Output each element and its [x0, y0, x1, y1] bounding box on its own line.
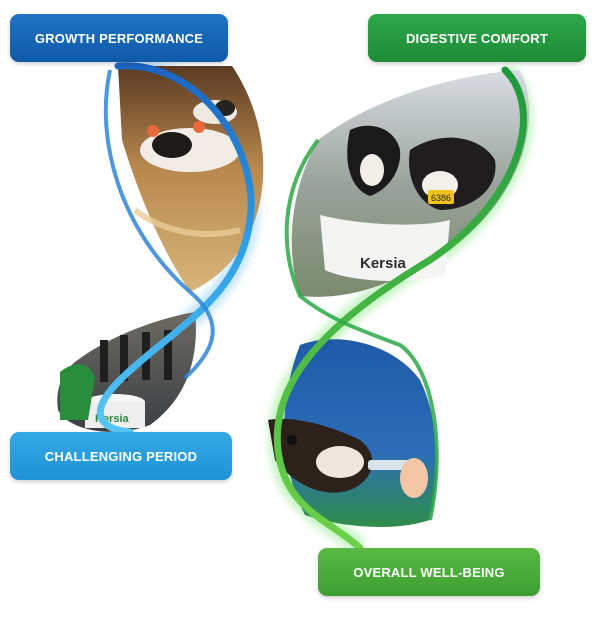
label-overall-well-being: OVERALL WELL-BEING [318, 548, 540, 596]
green-helix-strand [273, 66, 527, 552]
label-challenging-period: CHALLENGING PERIOD [10, 432, 232, 480]
blue-helix-inner [103, 69, 215, 380]
blue-helix-strand [96, 62, 255, 436]
label-growth-performance: GROWTH PERFORMANCE [10, 14, 228, 62]
ear-tag-number: 6386 [431, 193, 451, 203]
photo-calf-care [268, 339, 437, 527]
label-digestive-comfort: DIGESTIVE COMFORT [368, 14, 586, 62]
green-helix-inner [284, 138, 439, 521]
bucket-brand-upper: Kersia [360, 255, 407, 272]
photo-calves-drinking: 6386 Kersia [291, 70, 530, 297]
